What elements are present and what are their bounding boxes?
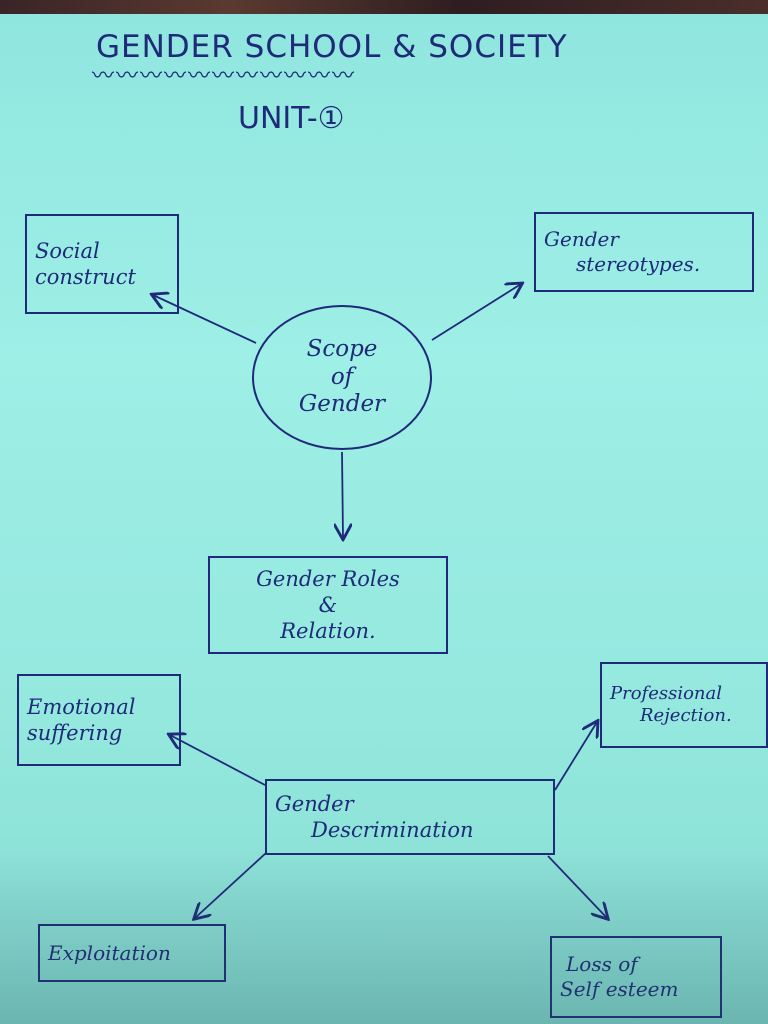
arrow-to-exploitation <box>195 852 267 918</box>
gender-roles-line-3: Relation. <box>280 619 376 644</box>
gender-roles-line-2: & <box>318 592 338 617</box>
gender-discrimination-node: Gender Descrimination <box>265 779 555 855</box>
exploitation-label: Exploitation <box>48 940 171 965</box>
scope-of-gender-node: Scope of Gender <box>252 305 432 450</box>
arrow-to-loss-self-esteem <box>547 855 607 918</box>
social-construct-line-1: Social <box>35 238 100 263</box>
emotional-suffering-line-1: Emotional <box>27 694 136 719</box>
title-underline: 〰〰〰〰〰〰〰〰〰〰〰 <box>92 64 357 89</box>
professional-rejection-line-2: Rejection. <box>640 705 732 726</box>
center-line-1: Scope <box>306 336 378 363</box>
emotional-suffering-line-2: suffering <box>27 721 123 745</box>
arrow-to-gender-stereotypes <box>431 284 521 341</box>
loss-self-esteem-node: Loss of Self esteem <box>550 936 722 1018</box>
professional-rejection-node: Professional Rejection. <box>600 662 768 748</box>
arrow-to-gender-roles <box>342 451 343 538</box>
center-line-2: of <box>330 363 354 390</box>
gender-roles-node: Gender Roles & Relation. <box>208 556 448 654</box>
discrimination-line-2: Descrimination <box>311 818 474 842</box>
discrimination-line-1: Gender <box>275 791 354 816</box>
arrow-to-emotional-suffering <box>170 735 266 786</box>
gender-stereotypes-line-1: Gender <box>544 227 619 251</box>
unit-label: UNIT-① <box>238 101 345 136</box>
emotional-suffering-node: Emotional suffering <box>17 674 181 766</box>
background-edge <box>0 0 768 14</box>
social-construct-line-2: construct <box>35 265 136 289</box>
professional-rejection-line-1: Professional <box>610 682 723 704</box>
loss-self-esteem-line-2: Self esteem <box>560 977 679 1001</box>
page-title: GENDER SCHOOL & SOCIETY <box>96 29 568 65</box>
gender-stereotypes-line-2: stereotypes. <box>576 252 701 276</box>
center-line-3: Gender <box>298 391 386 418</box>
gender-roles-line-1: Gender Roles <box>256 566 400 591</box>
loss-self-esteem-line-1: Loss of <box>566 952 638 976</box>
gender-stereotypes-node: Gender stereotypes. <box>534 212 754 292</box>
arrow-to-professional-rejection <box>554 722 597 791</box>
social-construct-node: Social construct <box>25 214 179 314</box>
exploitation-node: Exploitation <box>38 924 226 982</box>
